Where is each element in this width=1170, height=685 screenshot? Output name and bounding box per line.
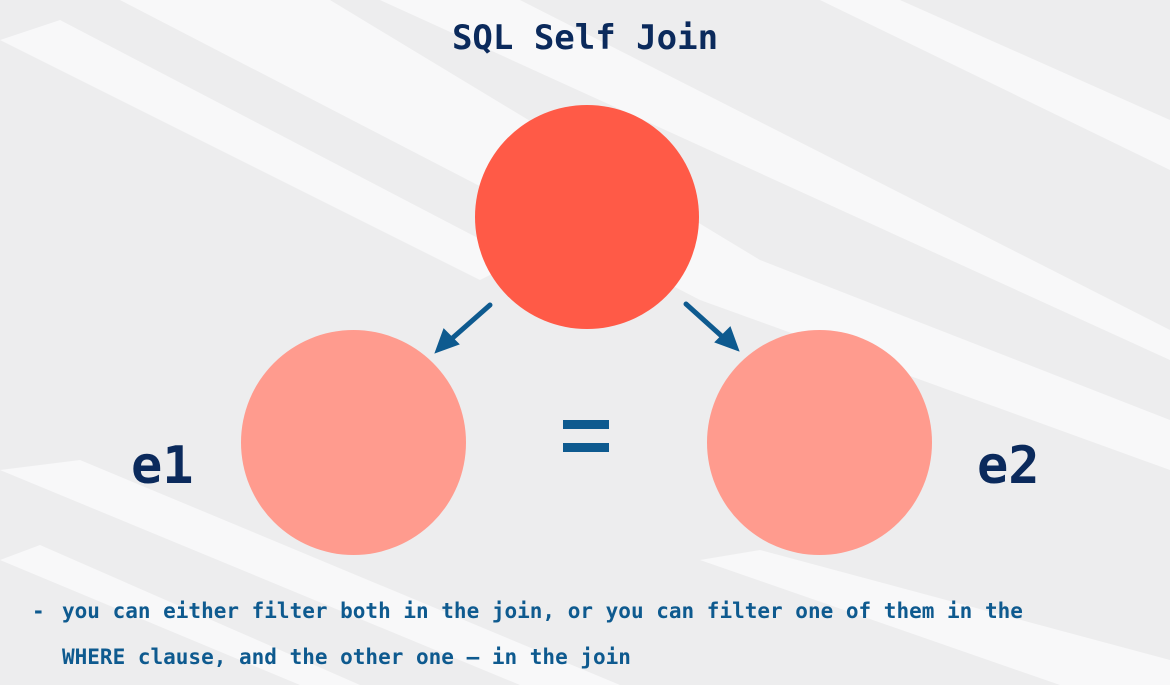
note-bullet: - you can either filter both in the join… — [32, 588, 1152, 680]
equals-bar-top — [563, 420, 609, 429]
alias-label-e2: e2 — [977, 436, 1040, 496]
alias-e1-circle — [241, 330, 466, 555]
equals-bar-bottom — [563, 443, 609, 452]
alias-label-e1: e1 — [131, 436, 194, 496]
source-table-circle — [475, 105, 699, 329]
note-line-2: WHERE clause, and the other one – in the… — [62, 645, 631, 669]
diagram-title: SQL Self Join — [451, 18, 719, 58]
equals-sign — [563, 420, 609, 454]
alias-e2-circle — [707, 330, 932, 555]
note-line-1: you can either filter both in the join, … — [62, 599, 1023, 623]
bullet-dash: - — [32, 599, 45, 623]
